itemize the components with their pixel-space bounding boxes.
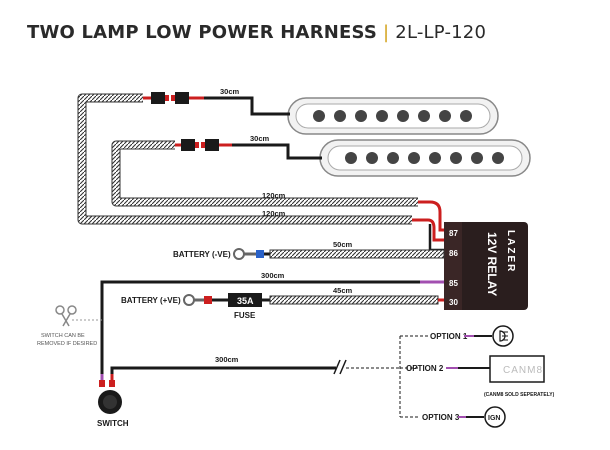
ign-icon xyxy=(484,406,506,428)
lamp-2-lead-length: 30cm xyxy=(250,134,270,143)
battery-positive-label: BATTERY (+VE) xyxy=(121,296,181,305)
battery-negative-wire xyxy=(233,248,445,260)
switch-label: SWITCH xyxy=(97,419,129,428)
title-model: 2L-LP-120 xyxy=(395,22,487,43)
option-2-label: OPTION 2 xyxy=(406,364,444,373)
lamp-2-connector xyxy=(175,139,322,160)
relay-label: 12V RELAY xyxy=(485,232,499,296)
lamp-bar-2 xyxy=(319,139,531,177)
lamp-bar-1 xyxy=(287,97,499,135)
run-b-length: 120cm xyxy=(262,209,286,218)
option-1-label: OPTION 1 xyxy=(430,332,468,341)
fuse-label: FUSE xyxy=(234,311,256,320)
positive-length: 45cm xyxy=(333,286,353,295)
switch-return-wire xyxy=(110,366,336,382)
switch-note-line2: REMOVED IF DESIRED xyxy=(37,341,97,347)
option-3-label: OPTION 3 xyxy=(422,413,460,422)
lamp-1-connector xyxy=(143,92,290,116)
canm8-label: CANM8 xyxy=(503,365,543,376)
lamp-1-lead-length: 30cm xyxy=(220,87,240,96)
relay-pin-85: 85 xyxy=(449,279,458,288)
switch-terminals xyxy=(99,380,115,387)
ign-label: IGN xyxy=(488,415,500,422)
title-separator: | xyxy=(383,22,390,43)
option-branches xyxy=(399,335,428,418)
option-run-length: 300cm xyxy=(215,355,239,364)
lamp-1-leds xyxy=(313,110,472,122)
braided-harness xyxy=(77,93,418,225)
cable-break-mark xyxy=(333,359,347,375)
relay-pin-87: 87 xyxy=(449,229,458,238)
switch-icon[interactable] xyxy=(98,390,122,414)
battery-positive-wire xyxy=(183,294,444,306)
battery-negative-label: BATTERY (-VE) xyxy=(173,250,231,259)
relay xyxy=(444,222,528,310)
red-wires xyxy=(412,200,444,242)
lamp-2-leds xyxy=(345,152,504,164)
headlight-icon xyxy=(492,325,514,347)
relay-pin-30: 30 xyxy=(449,298,458,307)
negative-length: 50cm xyxy=(333,240,353,249)
diagram-title: TWO LAMP LOW POWER HARNESS|2L-LP-120 xyxy=(27,22,486,43)
run-a-length: 120cm xyxy=(262,191,286,200)
title-main: TWO LAMP LOW POWER HARNESS xyxy=(27,22,378,43)
relay-brand: LAZER xyxy=(505,230,516,273)
scissors-icon xyxy=(55,305,77,327)
switch-run-length: 300cm xyxy=(261,271,285,280)
switch-note-line1: SWITCH CAN BE xyxy=(41,333,85,339)
relay-pin-86: 86 xyxy=(449,249,458,258)
fuse-rating: 35A xyxy=(237,296,254,306)
canm8-note: (CANM8 SOLD SEPERATELY) xyxy=(484,392,555,398)
relay-ground-links xyxy=(428,224,444,252)
canm8-box xyxy=(489,355,545,383)
fuse xyxy=(228,293,262,307)
